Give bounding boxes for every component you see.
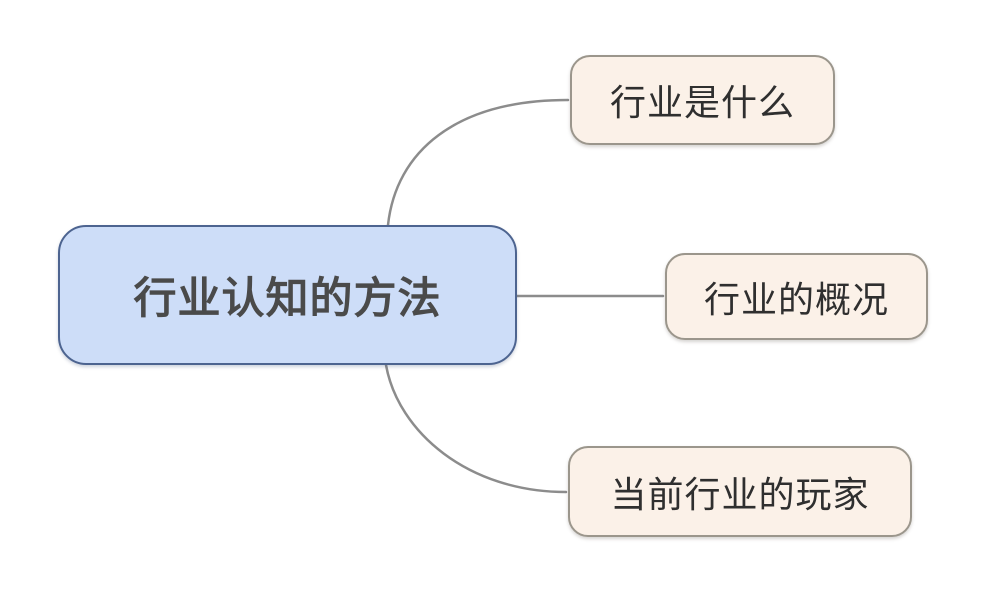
root-node-label: 行业认知的方法 [133,275,442,323]
child-node-label: 行业是什么 [609,82,795,123]
connector-root-to-child-1 [386,98,570,227]
mindmap-child-node-2[interactable]: 行业的概况 [665,253,928,340]
connector-root-to-child-3 [384,363,568,494]
mindmap-root-node[interactable]: 行业认知的方法 [58,225,517,365]
child-node-label: 行业的概况 [703,278,889,320]
mindmap-child-node-3[interactable]: 当前行业的玩家 [568,446,912,537]
mindmap-child-node-1[interactable]: 行业是什么 [570,55,835,145]
child-node-label: 当前行业的玩家 [610,473,870,515]
